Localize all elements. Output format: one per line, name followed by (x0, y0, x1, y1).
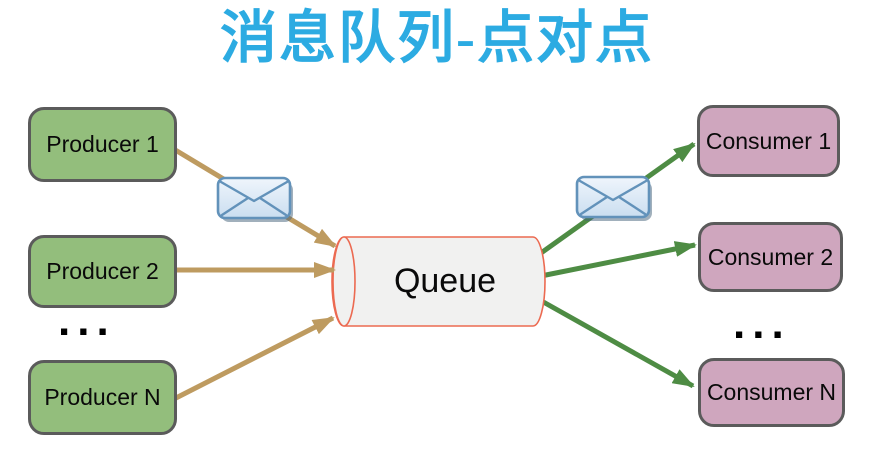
producer-2-box: Producer 2 (28, 235, 177, 308)
consumers-ellipsis: ... (733, 299, 791, 348)
arrow-producer-n-to-queue (170, 315, 335, 403)
producers-ellipsis: ... (58, 296, 116, 345)
consumer-1-label: Consumer 1 (705, 127, 832, 154)
producer-2-label: Producer 2 (46, 258, 159, 284)
producer-n-box: Producer N (28, 360, 177, 435)
arrow-queue-to-consumer-n (536, 296, 695, 389)
arrow-queue-to-consumer-2 (535, 241, 697, 280)
queue-label: Queue (393, 262, 497, 300)
queue-cylinder (331, 236, 546, 327)
consumer-n-label: Consumer N (706, 379, 837, 405)
producer-n-label: Producer N (44, 384, 161, 410)
consumer-n-box: Consumer N (698, 358, 845, 427)
producer-1-box: Producer 1 (28, 107, 177, 182)
page-title: 消息队列-点对点 (220, 7, 654, 70)
producer-1-label: Producer 1 (46, 131, 159, 157)
consumer-2-box: Consumer 2 (698, 222, 843, 292)
envelope-icon (216, 176, 293, 222)
consumer-1-box: Consumer 1 (697, 105, 840, 177)
consumer-2-label: Consumer 2 (707, 243, 834, 270)
envelope-icon (575, 175, 652, 221)
